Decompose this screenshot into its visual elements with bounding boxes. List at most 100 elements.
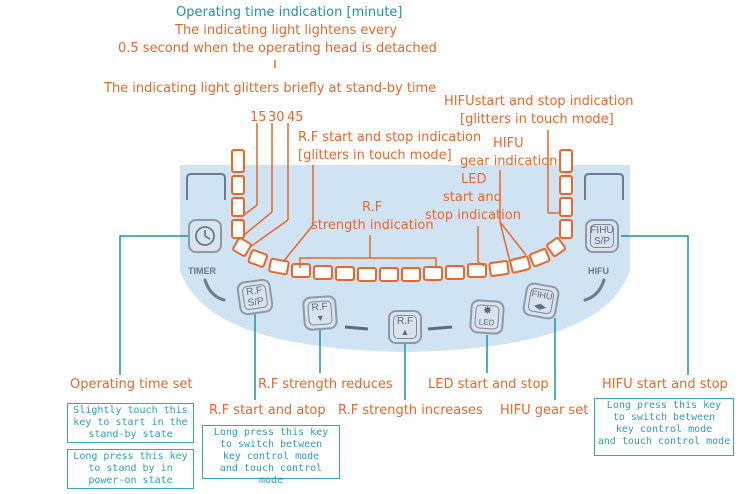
note-line: key to start in the — [73, 417, 188, 428]
leader-rf-sp-b — [282, 224, 314, 263]
rf-strength-up-frame: R.F ▲ — [393, 315, 417, 339]
timer-short-press-note: Slightly touch this key to start in the … — [67, 403, 194, 443]
hifu-long-press-note: Long press this key to switch between ke… — [594, 398, 734, 456]
note-line: to switch between — [219, 439, 323, 450]
hifu-gear-indication-line1: HIFU — [493, 136, 524, 151]
hifu-panel-label: HIFU — [588, 266, 609, 276]
operating-time-indication-label: Operating time indication [minute] — [176, 5, 403, 20]
rf-segment — [268, 257, 290, 276]
rf-start-stop-label: R.F start and atop — [209, 403, 326, 418]
rf-start-stop-frame: R.F S/P — [241, 283, 269, 311]
rf-strength-indication-line2: strength indication — [311, 218, 434, 233]
rf-strength-reduces-label: R.F strength reduces — [258, 377, 393, 392]
leader-rf-strength — [299, 257, 437, 268]
left-panel-bracket — [186, 173, 226, 200]
leader-45b — [249, 219, 289, 248]
right-panel-bracket — [584, 173, 624, 200]
led-button[interactable]: ✸ LED — [468, 298, 506, 336]
led-start-stop-indication-line3: stop indication — [425, 208, 521, 223]
note-line: Long press this key — [213, 427, 329, 438]
hifu-gear-segment — [509, 255, 532, 274]
led-start-stop-indication-line2: start and — [443, 190, 502, 205]
led-start-stop-indication-line1: LED — [461, 172, 487, 187]
led-segment — [467, 263, 487, 278]
clock-icon — [195, 226, 215, 246]
hifu-gear-segment — [546, 237, 566, 257]
hifu-gear-indication-line2: gear indication — [460, 154, 558, 169]
note-line: to switch between — [612, 412, 716, 423]
note-line: Slightly touch this — [73, 405, 188, 416]
timer-button[interactable] — [188, 219, 222, 253]
note-line: key control mode — [222, 451, 320, 462]
separator-1 — [344, 325, 369, 331]
separator-2 — [427, 325, 453, 331]
note-line: and touch control mode — [219, 463, 323, 486]
hifu-start-stop-indication-line2: [glitters in touch mode] — [460, 112, 614, 127]
hifu-start-stop-frame: FIHU S/P — [590, 224, 614, 248]
hifu-segment — [559, 175, 573, 195]
hifu-gear-frame: FIHU ◀▶ — [527, 287, 555, 315]
left-panel-curve — [203, 278, 226, 302]
rf-segment — [335, 266, 355, 281]
hifu-gear-segment — [529, 248, 551, 268]
rf-start-stop-indication-line1: R.F start and stop indication — [298, 130, 482, 145]
hifu-start-stop-top: FIHU — [590, 225, 614, 236]
left-right-arrows-icon: ◀▶ — [533, 300, 547, 312]
rf-strength-down-label: R.F — [311, 301, 329, 314]
note-line: stand-by state — [88, 429, 173, 440]
hifu-gear-set-label: HIFU gear set — [500, 403, 589, 418]
hifu-segment — [559, 219, 573, 239]
rf-segment — [247, 249, 269, 268]
led-button-label: LED — [478, 317, 495, 328]
timer-segment — [232, 237, 252, 257]
note-line: power-on state — [88, 475, 173, 486]
rf-segment — [357, 267, 377, 282]
timer-segment — [231, 175, 245, 195]
indicator-segments — [231, 149, 573, 282]
led-sun-icon: ✸ — [482, 304, 493, 318]
hifu-segment — [559, 149, 573, 173]
note-line: to stand by in — [88, 463, 173, 474]
hifu-start-stop-button[interactable]: FIHU S/P — [585, 219, 619, 253]
timer-segment — [231, 149, 245, 173]
rf-segment — [445, 265, 465, 280]
hifu-start-stop-label: HIFU start and stop — [602, 377, 728, 392]
rf-segment — [423, 266, 443, 281]
rf-strength-up-label: R.F — [396, 316, 414, 327]
timer-panel-label: TIMER — [188, 266, 216, 276]
rf-segment — [313, 265, 333, 280]
light-every-half-second-line1: The indicating light lightens every — [175, 23, 398, 38]
up-arrow-icon: ▲ — [400, 327, 410, 337]
hifu-gear-button[interactable]: FIHU ◀▶ — [521, 281, 561, 321]
note-line: Long press this key — [73, 451, 188, 462]
hifu-gear-segment — [488, 260, 510, 277]
minutes-30-label: 30 — [268, 110, 285, 125]
hifu-start-stop-bottom: S/P — [593, 236, 611, 247]
rf-start-stop-button[interactable]: R.F S/P — [235, 277, 275, 317]
glitters-standby-label: The indicating light glitters briefly at… — [104, 81, 437, 96]
rf-strength-increases-label: R.F strength increases — [338, 403, 483, 418]
rf-long-press-note: Long press this key to switch between ke… — [202, 425, 340, 486]
leader-timer — [119, 235, 188, 375]
orange-leaders — [243, 60, 560, 268]
rf-segment — [291, 263, 311, 278]
leader-15b — [243, 204, 258, 216]
rf-start-stop-indication-line2: [glitters in touch mode] — [298, 148, 452, 163]
rf-strength-indication-line1: R.F — [362, 200, 383, 215]
leader-hifu-gear-b — [499, 221, 527, 256]
down-arrow-icon: ▼ — [315, 312, 326, 324]
led-start-stop-label: LED start and stop — [428, 377, 549, 392]
rf-segment — [379, 267, 399, 282]
leader-hifu-gear-c — [499, 221, 511, 263]
rf-start-stop-bottom: S/P — [247, 295, 265, 310]
rf-strength-down-frame: R.F ▼ — [307, 300, 333, 326]
hifu-segment — [559, 197, 573, 217]
right-panel-curve — [583, 278, 606, 302]
rf-strength-up-button[interactable]: R.F ▲ — [388, 310, 422, 344]
rf-strength-down-button[interactable]: R.F ▼ — [301, 294, 339, 332]
timer-segment — [231, 197, 245, 217]
light-every-half-second-line2: 0.5 second when the operating head is de… — [118, 41, 437, 56]
note-line: and touch control mode — [597, 436, 731, 447]
leader-led-b — [477, 261, 485, 267]
